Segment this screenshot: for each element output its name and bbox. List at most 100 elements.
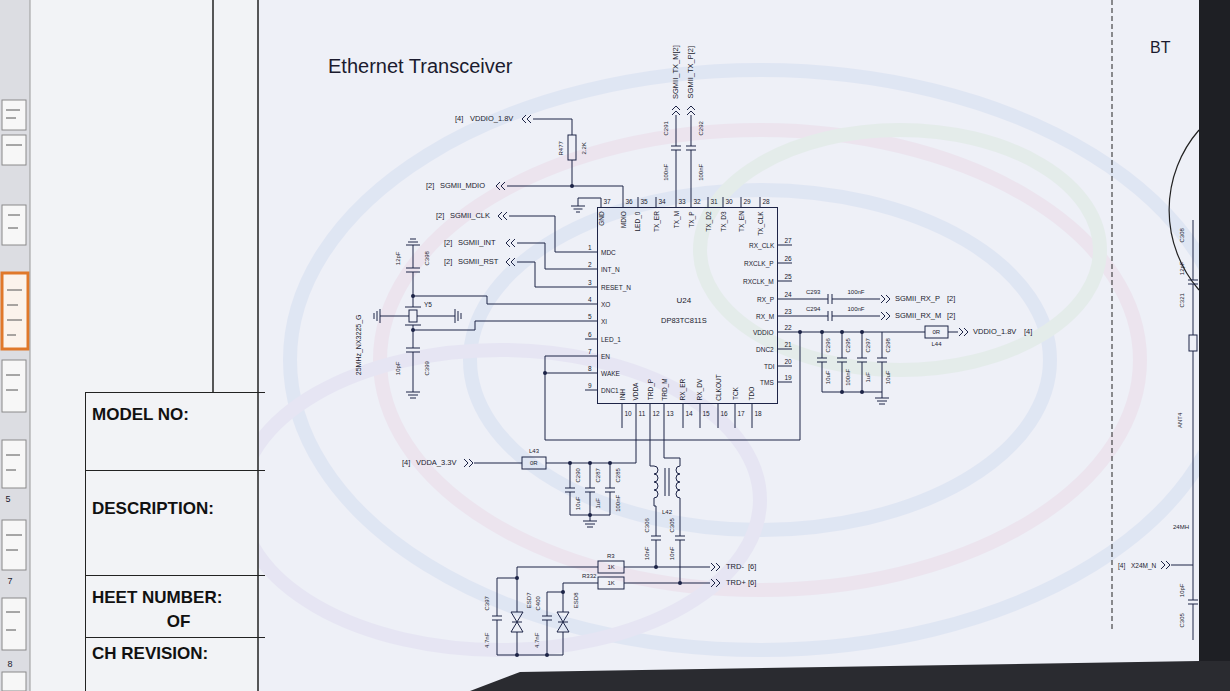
ref-designator: C287 bbox=[595, 468, 602, 482]
port-ref: [6] bbox=[748, 563, 756, 571]
ref-designator: C321 bbox=[1179, 293, 1186, 307]
ref-designator: R3 bbox=[607, 553, 615, 560]
pin-number: 36 bbox=[626, 198, 633, 205]
ref-designator: L42 bbox=[662, 509, 672, 516]
component-value: 100nF bbox=[663, 163, 670, 180]
component-value: 10nF bbox=[644, 546, 651, 560]
pin-number: 30 bbox=[726, 198, 733, 205]
pin-name: RXCLK_P bbox=[744, 260, 774, 267]
pin-name: EN bbox=[601, 353, 610, 360]
section-title: BT bbox=[1150, 39, 1170, 57]
pin-name: MDC bbox=[601, 249, 616, 256]
pin-number: 22 bbox=[785, 324, 792, 331]
pin-name: INH bbox=[619, 389, 626, 400]
pin-name: RX_P bbox=[757, 296, 774, 303]
net-port: TRD+ bbox=[726, 579, 746, 587]
pin-number: 15 bbox=[703, 410, 710, 417]
pin-name: RXCLK_M bbox=[743, 278, 774, 285]
pin-name: TX_EN bbox=[737, 211, 744, 232]
pin-number: 8 bbox=[588, 365, 592, 372]
pin-number: 12 bbox=[653, 410, 660, 417]
ref-designator: C305 bbox=[1179, 613, 1186, 627]
net-port: VDDIO_1.8V bbox=[470, 115, 513, 123]
net-port: SGMII_TX_P[2] bbox=[687, 46, 695, 99]
pin-number: 27 bbox=[785, 237, 792, 244]
pin-name: VDDA bbox=[632, 382, 639, 400]
ref-designator: C399 bbox=[424, 361, 431, 375]
component-value: 12pF bbox=[1179, 261, 1186, 275]
port-ref: [2] bbox=[947, 295, 955, 303]
ref-designator: C400 bbox=[534, 596, 541, 610]
net-port: SGMII_RX_P bbox=[895, 295, 940, 303]
ref-designator: C297 bbox=[865, 338, 872, 352]
component-value: 10uF bbox=[575, 496, 582, 510]
component-value: 1uF bbox=[865, 372, 872, 382]
net-port: TRD- bbox=[726, 563, 744, 571]
pin-number: 7 bbox=[588, 348, 592, 355]
ref-designator: C294 bbox=[806, 306, 820, 313]
port-ref: [4] bbox=[455, 115, 463, 123]
pin-number: 24 bbox=[785, 291, 792, 298]
port-ref: [6] bbox=[748, 579, 756, 587]
component-value: 4.7nF bbox=[534, 632, 541, 647]
ref-designator: U24 bbox=[677, 297, 692, 306]
pin-name: LED_1 bbox=[601, 336, 621, 343]
page-number: 5 bbox=[6, 495, 11, 505]
ref-designator: L43 bbox=[529, 448, 539, 455]
net-port: VDDA_3.3V bbox=[416, 459, 456, 467]
ic-package: U24DP83TC811S bbox=[597, 207, 778, 404]
net-port: SGMII_CLK bbox=[450, 212, 490, 220]
pin-name: RX_ER bbox=[679, 378, 686, 400]
net-port: VDDIO_1.8V bbox=[973, 328, 1016, 336]
pin-name: RX_DV bbox=[696, 378, 703, 400]
pin-name: RX_M bbox=[756, 313, 774, 320]
pin-number: 29 bbox=[744, 198, 751, 205]
pin-number: 35 bbox=[641, 198, 648, 205]
pin-number: 34 bbox=[659, 198, 666, 205]
net-port: SGMII_TX_M[2] bbox=[672, 45, 680, 99]
pin-name: TX_CLK bbox=[756, 211, 763, 236]
pin-name: TX_D3 bbox=[720, 211, 727, 231]
ref-designator: C397 bbox=[484, 596, 491, 610]
pin-number: 21 bbox=[785, 341, 792, 348]
ref-designator: R332 bbox=[582, 573, 596, 580]
pin-name: TRD_P bbox=[647, 379, 654, 400]
component-value: 4.7nF bbox=[484, 632, 491, 647]
pin-number: 3 bbox=[588, 279, 592, 286]
component-value: 100nF bbox=[615, 494, 622, 511]
ref-designator: C290 bbox=[575, 468, 582, 482]
pin-name: INT_N bbox=[601, 266, 620, 273]
port-ref: [2] bbox=[947, 312, 955, 320]
component-value: 1K bbox=[608, 564, 615, 571]
title-block-cell: DESCRIPTION: bbox=[85, 470, 265, 575]
pin-number: 4 bbox=[588, 296, 592, 303]
title-block-cell: HEET NUMBER:OF bbox=[85, 575, 265, 637]
title-block-label: CH REVISION: bbox=[92, 644, 265, 664]
component-value: 10pF bbox=[395, 361, 402, 375]
pin-name: TX_ER bbox=[652, 211, 659, 232]
pin-number: 25 bbox=[785, 273, 792, 280]
page-number: 7 bbox=[8, 577, 13, 587]
pin-name: TDO bbox=[748, 386, 755, 400]
component-value: 10uF bbox=[885, 370, 892, 384]
ref-designator: C293 bbox=[806, 289, 820, 296]
pin-number: 23 bbox=[785, 308, 792, 315]
pin-number: 9 bbox=[588, 382, 592, 389]
pin-number: 31 bbox=[711, 198, 718, 205]
pin-name: DNC2 bbox=[756, 346, 774, 353]
component-value: 1uF bbox=[595, 498, 602, 508]
pin-number: 18 bbox=[755, 410, 762, 417]
title-block-cell: CH REVISION: bbox=[85, 637, 265, 691]
port-ref: [2] bbox=[444, 258, 452, 266]
pin-number: 5 bbox=[588, 313, 592, 320]
sheet-title: Ethernet Transceiver bbox=[328, 55, 513, 77]
ref-designator: C295 bbox=[845, 338, 852, 352]
pin-name: TX_P bbox=[688, 211, 695, 227]
pin-name: XI bbox=[601, 318, 607, 325]
title-block-label: DESCRIPTION: bbox=[92, 499, 265, 519]
ref-designator: Y5 bbox=[424, 301, 432, 308]
net-port: X24M_N bbox=[1131, 562, 1156, 569]
component-value: 10nF bbox=[669, 546, 676, 560]
